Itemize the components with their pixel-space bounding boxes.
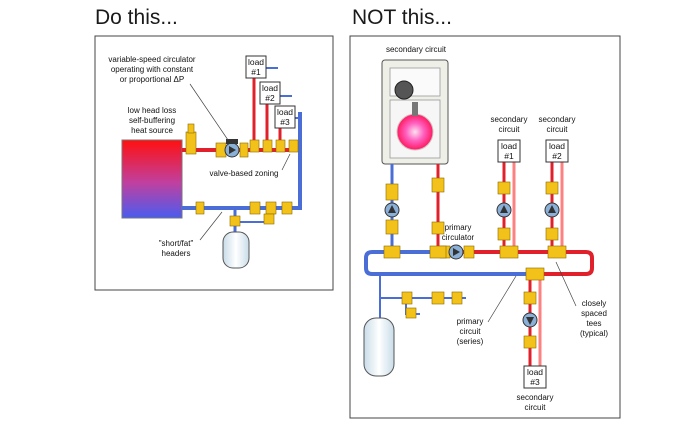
zoning-leader: [281, 153, 291, 171]
left-load-3-label: load: [277, 107, 293, 117]
heat-source-note-line-2: self-buffering: [129, 116, 175, 125]
secondary-top-1-line-1: secondary: [491, 115, 528, 124]
boiler-secondary-note: secondary circuit: [386, 45, 447, 54]
left-load-1-number: #1: [251, 67, 261, 77]
heat-source-note-line-3: heat source: [131, 126, 173, 135]
left-load-2: load #2: [259, 81, 281, 105]
boiler-circulator: [384, 177, 445, 235]
load3-circulator: [522, 291, 538, 349]
circulator-note-line-3: or proportional ΔP: [120, 75, 185, 84]
primary-loop-blue: [364, 250, 530, 276]
circulator-leader: [189, 83, 229, 141]
tees-note-line-4: (typical): [580, 329, 608, 338]
primary-circulator-note-line-2: circulator: [442, 233, 475, 242]
tees-note-line-2: spaced: [581, 309, 607, 318]
tees-note-line-1: closely: [582, 299, 606, 308]
right-load-1-number: #1: [504, 151, 514, 161]
right-load-3: load #3: [523, 365, 547, 389]
not-this-heading: NOT this...: [352, 6, 452, 29]
headers-note-line-1: "short/fat": [159, 239, 194, 248]
right-load-2-label: load: [549, 141, 565, 151]
secondary-bottom-line-1: secondary: [517, 393, 554, 402]
primary-loop-red: [440, 250, 594, 276]
left-panel: load #1 load #2 load #3: [94, 35, 334, 291]
return-fittings: [195, 201, 293, 227]
right-load-2: load #2: [545, 139, 569, 163]
right-panel: load #1 load #2 load #3 secondary circui…: [349, 35, 621, 419]
primary-circulator-note-line-1: primary: [445, 223, 472, 232]
primary-circuit-note-line-2: circuit: [460, 327, 482, 336]
load1-circulator: [496, 181, 512, 241]
circulator-note-line-2: operating with constant: [111, 65, 194, 74]
primary-circuit-note-line-1: primary: [457, 317, 484, 326]
tees-leader: [555, 261, 577, 307]
circulator-note-line-1: variable-speed circulator: [108, 55, 195, 64]
left-load-1-label: load: [248, 57, 264, 67]
do-this-heading: Do this...: [95, 6, 178, 29]
heat-source-note-line-1: low head loss: [128, 106, 176, 115]
secondary-top-2-line-2: circuit: [547, 125, 569, 134]
right-load-1-label: load: [501, 141, 517, 151]
air-vent: [185, 123, 197, 155]
closely-spaced-tees: [383, 245, 567, 281]
left-load-3: load #3: [274, 105, 296, 129]
left-circulator: [215, 139, 249, 158]
left-load-2-number: #2: [265, 93, 275, 103]
load2-circulator: [544, 181, 560, 241]
zone-valves: [249, 139, 299, 153]
boiler: [381, 59, 449, 165]
heat-source: [121, 139, 183, 219]
tees-note-line-3: tees: [586, 319, 601, 328]
headers-leader: [199, 211, 223, 241]
headers-note-line-2: headers: [162, 249, 191, 258]
primary-circuit-leader: [487, 275, 517, 323]
right-load-1: load #1: [497, 139, 521, 163]
zoning-note: valve-based zoning: [210, 169, 279, 178]
secondary-top-2-line-1: secondary: [539, 115, 576, 124]
secondary-top-1-line-2: circuit: [499, 125, 521, 134]
left-expansion-tank: [222, 231, 250, 269]
right-expansion-tank: [363, 317, 395, 377]
right-load-3-number: #3: [530, 377, 540, 387]
left-load-3-number: #3: [280, 117, 290, 127]
secondary-bottom-line-2: circuit: [525, 403, 547, 412]
right-expansion-fittings: [401, 291, 463, 319]
right-load-3-label: load: [527, 367, 543, 377]
left-load-1: load #1: [245, 55, 267, 79]
right-load-2-number: #2: [552, 151, 562, 161]
left-load-2-label: load: [262, 83, 278, 93]
primary-circuit-note-line-3: (series): [457, 337, 484, 346]
